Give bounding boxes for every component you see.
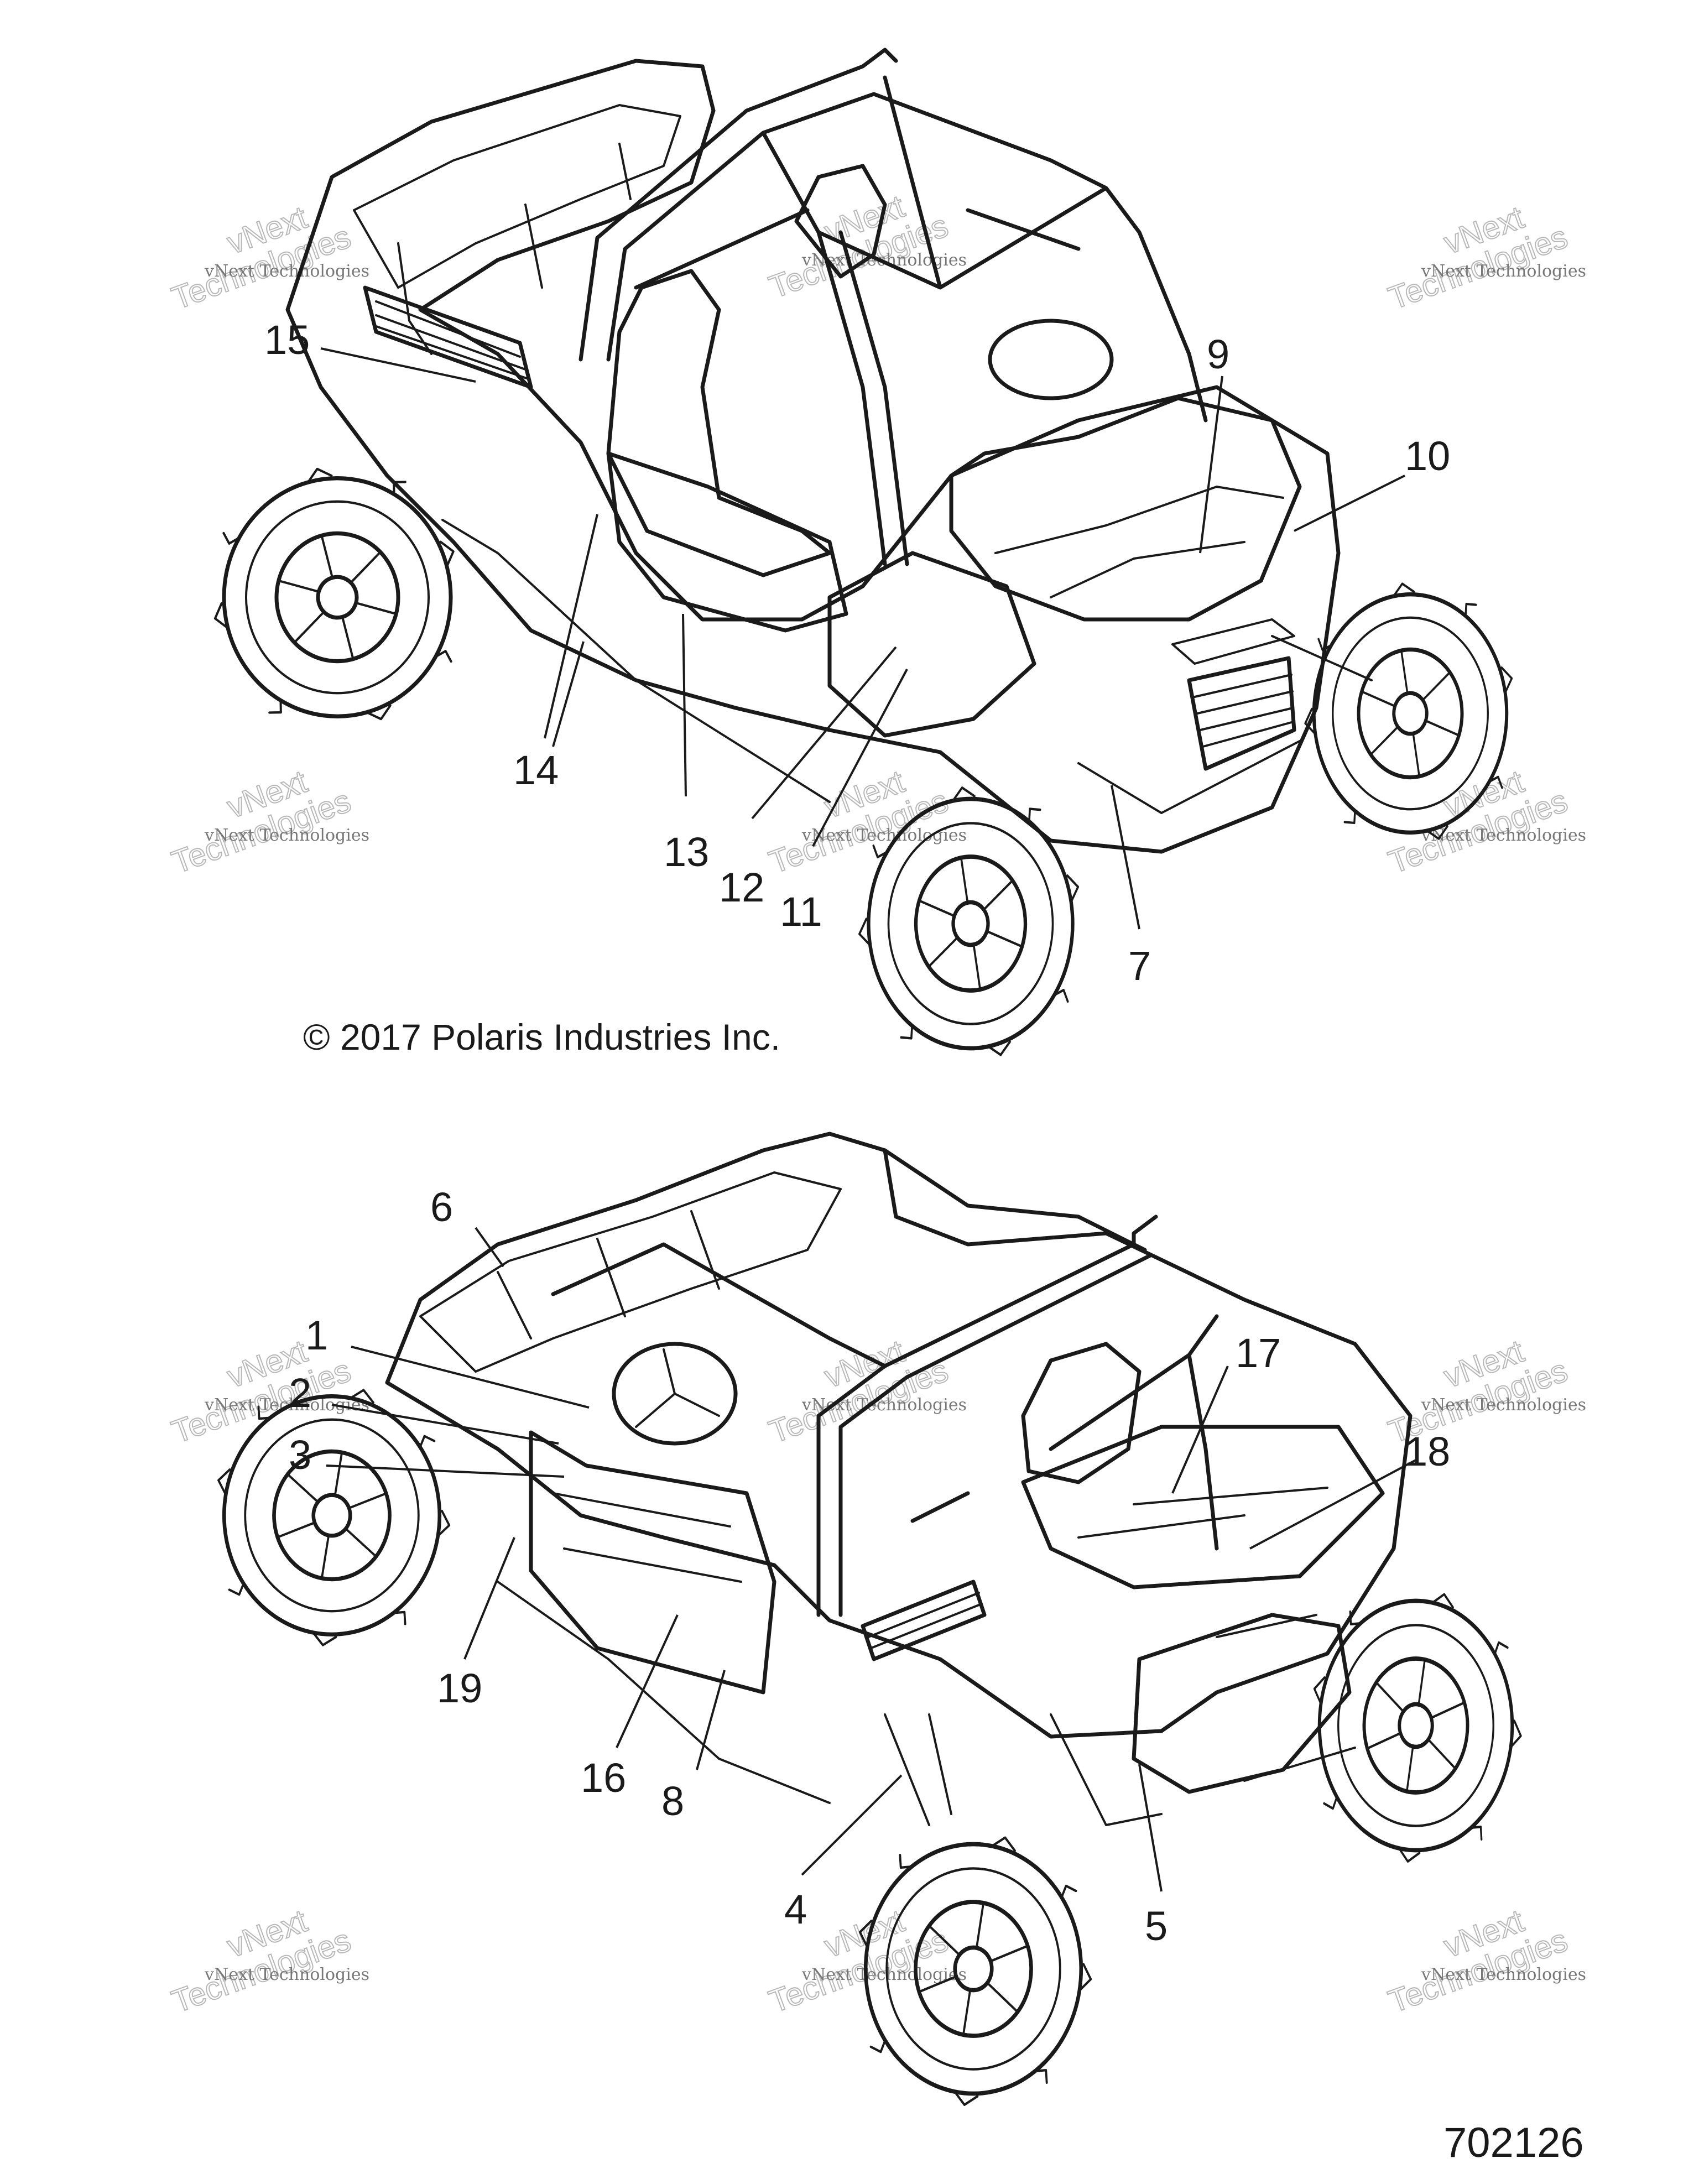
watermark: vNext Technologies vNext Technologies xyxy=(1383,199,1586,317)
seat-front xyxy=(606,269,832,577)
door-panel-bottom xyxy=(529,1430,776,1695)
roll-cage-bottom xyxy=(551,1148,1219,1617)
diagram-reference-number: 702126 xyxy=(1443,2119,1584,2166)
svg-text:vNext Technologies: vNext Technologies xyxy=(801,826,967,845)
callouts-top: 15 14 13 12 11 7 9 10 xyxy=(264,317,1450,989)
rear-body xyxy=(419,1171,842,1373)
wheel-front-left xyxy=(1294,1568,1537,1883)
cargo-bed xyxy=(353,104,681,289)
side-vent xyxy=(363,285,533,389)
callout-1[interactable]: 1 xyxy=(305,1312,328,1358)
front-grille xyxy=(1187,656,1296,771)
roll-cage xyxy=(579,48,1208,566)
svg-text:vNext Technologies: vNext Technologies xyxy=(801,1395,967,1415)
leaders-bottom xyxy=(326,1227,1416,1892)
callout-5[interactable]: 5 xyxy=(1145,1903,1168,1949)
svg-text:vNext Technologies: vNext Technologies xyxy=(204,826,369,845)
body-outline-bottom xyxy=(385,1132,1413,1739)
steering-wheel xyxy=(988,319,1114,400)
callout-8[interactable]: 8 xyxy=(661,1778,684,1824)
body-outline xyxy=(285,59,1341,854)
vehicle-top-view xyxy=(186,48,1532,1081)
svg-text:vNext Technologies: vNext Technologies xyxy=(1421,1395,1586,1415)
callout-2[interactable]: 2 xyxy=(289,1370,311,1416)
callout-15[interactable]: 15 xyxy=(264,317,310,363)
seat-passenger xyxy=(1021,1342,1142,1484)
watermark: vNext Technologies vNext Technologies xyxy=(166,1332,369,1451)
watermark: vNext Technologies vNext Technologies xyxy=(1383,1902,1586,2020)
callout-12[interactable]: 12 xyxy=(719,864,764,910)
svg-text:vNext Technologies: vNext Technologies xyxy=(1421,1965,1586,1984)
front-fender xyxy=(827,551,1036,738)
steering-wheel-bottom xyxy=(612,1342,738,1446)
callout-19[interactable]: 19 xyxy=(437,1665,482,1711)
cargo-floor xyxy=(1021,1425,1385,1589)
svg-text:vNext Technologies: vNext Technologies xyxy=(801,1965,967,1984)
copyright-notice: © 2017 Polaris Industries Inc. xyxy=(303,1017,780,1057)
callout-7[interactable]: 7 xyxy=(1128,943,1151,989)
svg-text:vNext Technologies: vNext Technologies xyxy=(1421,826,1586,845)
callout-14[interactable]: 14 xyxy=(513,747,559,793)
hood xyxy=(949,396,1302,622)
callout-9[interactable]: 9 xyxy=(1207,331,1229,377)
callout-17[interactable]: 17 xyxy=(1236,1330,1281,1376)
callouts-bottom: 6 1 2 3 19 16 8 4 5 17 18 xyxy=(289,1184,1450,1949)
callout-16[interactable]: 16 xyxy=(581,1755,626,1801)
callout-13[interactable]: 13 xyxy=(664,829,709,875)
callout-18[interactable]: 18 xyxy=(1405,1429,1450,1474)
leaders-top xyxy=(320,347,1405,930)
callout-10[interactable]: 10 xyxy=(1405,433,1450,479)
watermark: vNext Technologies vNext Technologies xyxy=(166,1902,369,2020)
door-panel xyxy=(606,451,848,633)
watermark: vNext Technologies vNext Technologies xyxy=(166,199,369,317)
callout-4[interactable]: 4 xyxy=(784,1886,807,1932)
watermark: vNext Technologies vNext Technologies xyxy=(764,1332,967,1451)
front-fascia xyxy=(1132,1613,1352,1794)
side-vent-bottom xyxy=(861,1580,987,1661)
callout-6[interactable]: 6 xyxy=(430,1184,453,1230)
wheel-rear-left xyxy=(186,439,488,756)
callout-11[interactable]: 11 xyxy=(780,889,822,935)
svg-text:vNext Technologies: vNext Technologies xyxy=(204,1965,369,1984)
svg-text:vNext Technologies: vNext Technologies xyxy=(1421,262,1586,281)
svg-text:vNext Technologies: vNext Technologies xyxy=(204,262,369,281)
callout-3[interactable]: 3 xyxy=(289,1432,311,1478)
watermark: vNext Technologies vNext Technologies xyxy=(166,763,369,881)
seat-rear xyxy=(794,164,887,279)
vehicle-bottom-view xyxy=(196,1132,1538,2126)
watermark: vNext Technologies vNext Technologies xyxy=(1383,763,1586,881)
